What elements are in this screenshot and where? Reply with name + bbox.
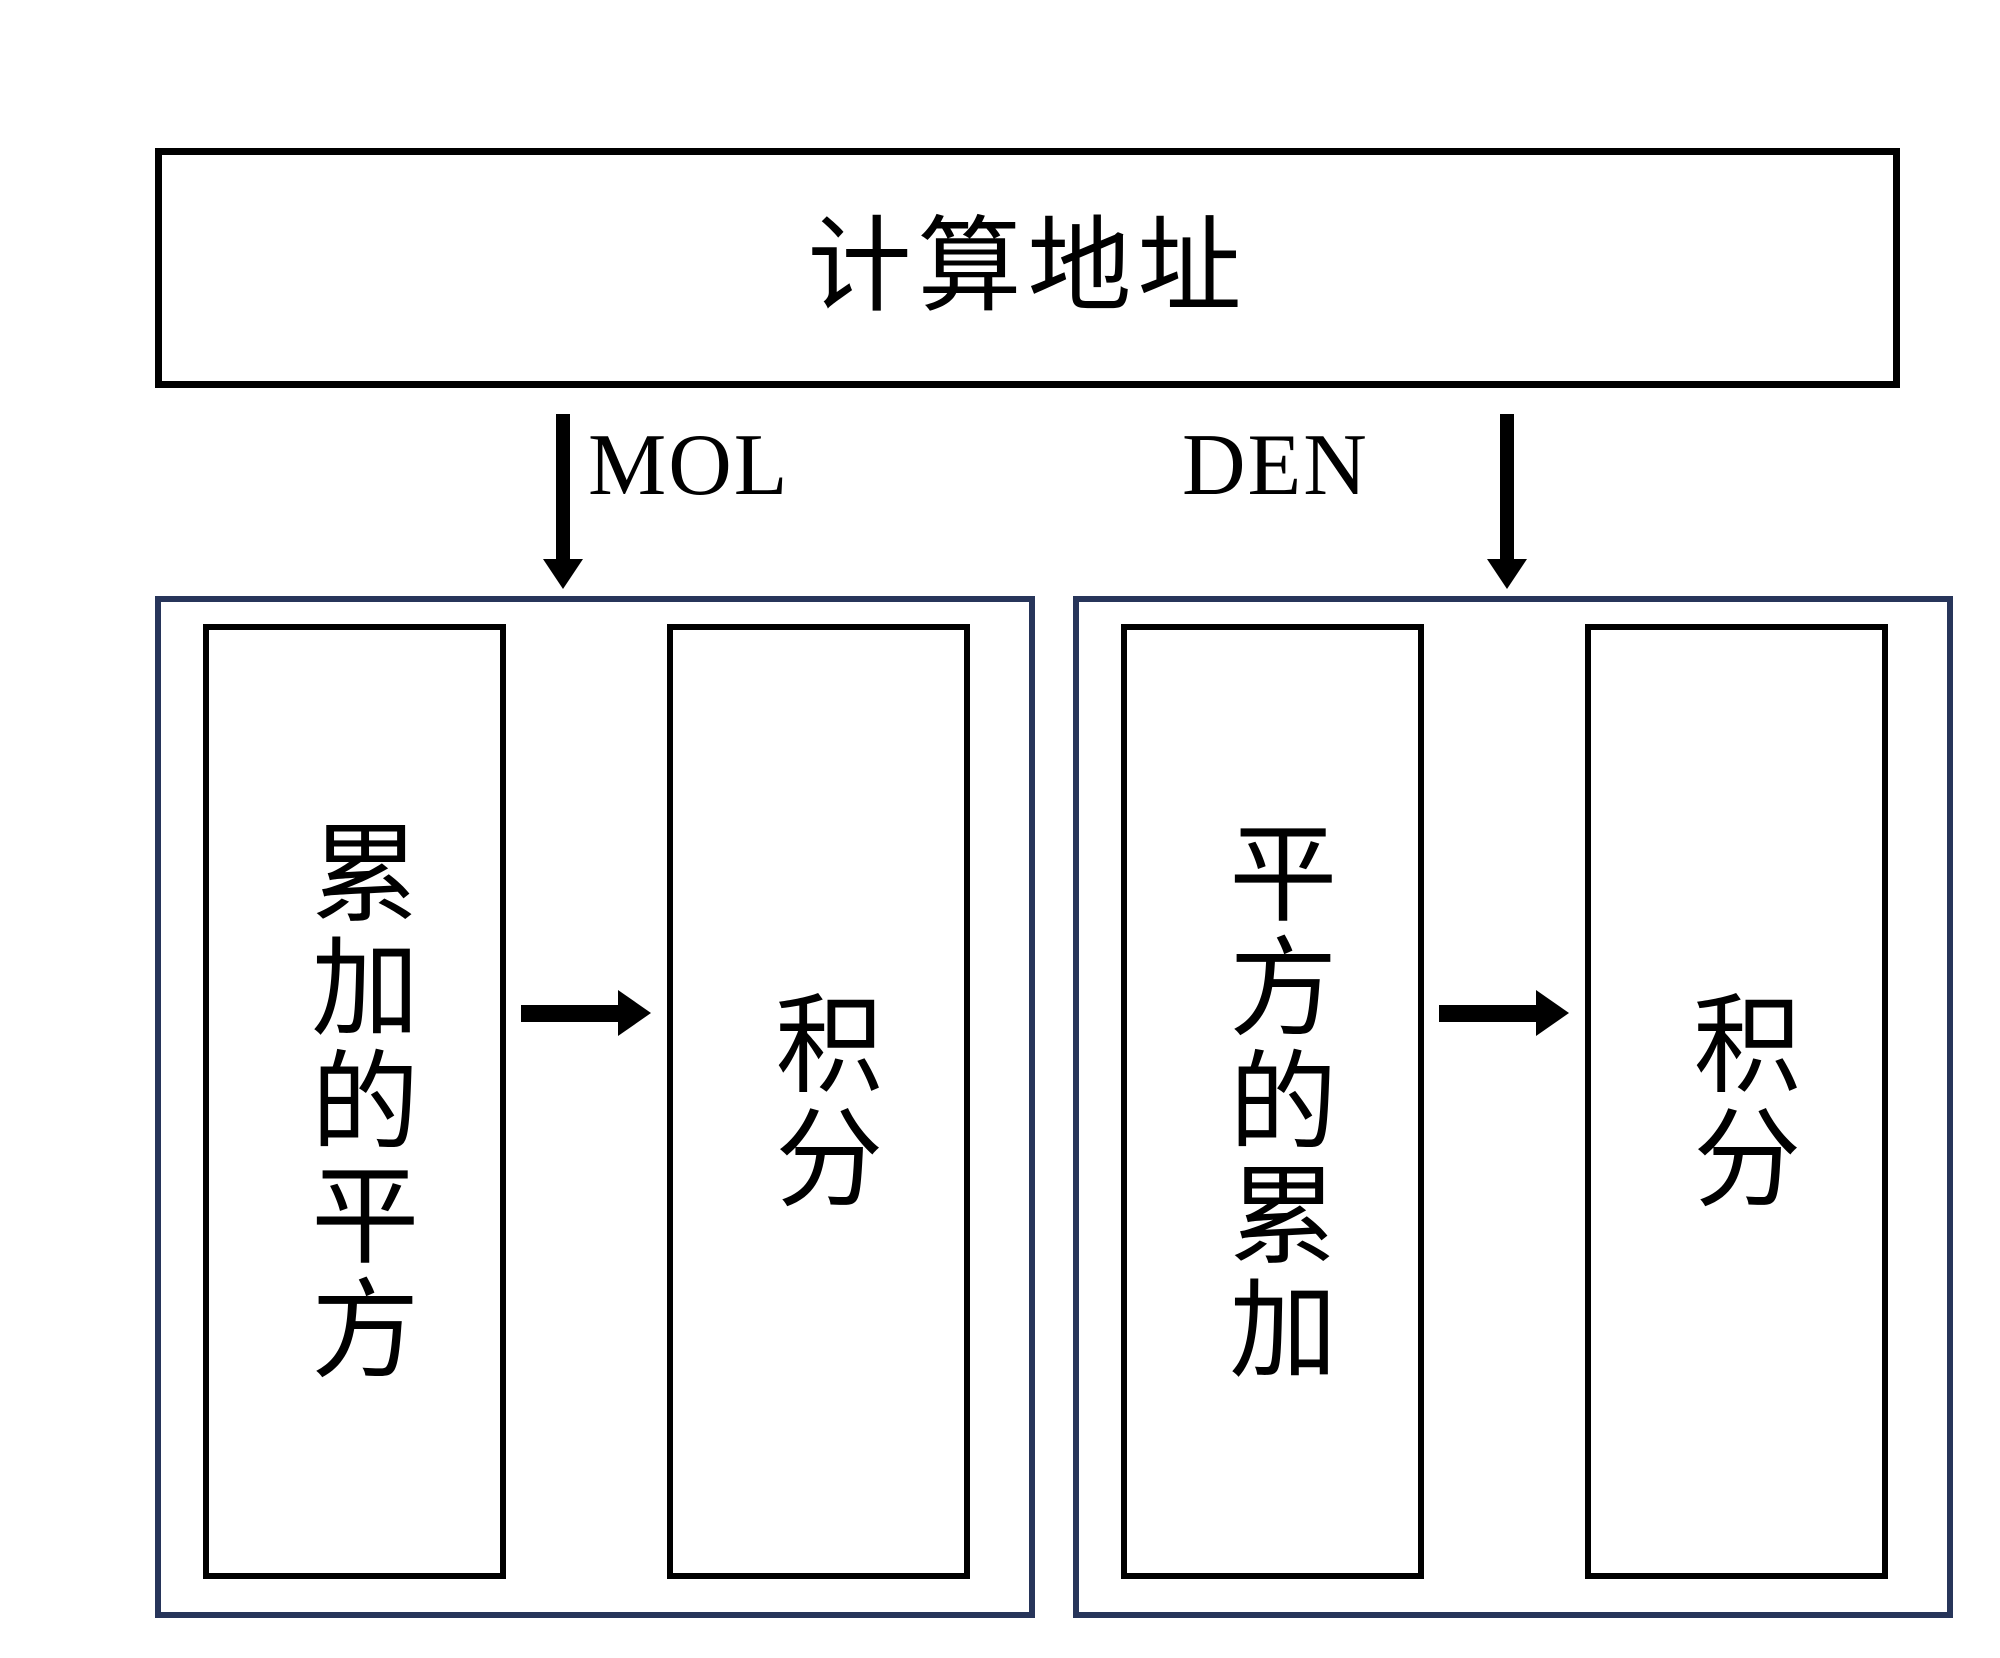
arrow-shaft: [521, 1005, 623, 1022]
arrow-shaft: [1439, 1005, 1541, 1022]
stage-label: 累加的平方: [295, 816, 415, 1387]
arrow-shaft: [1500, 414, 1514, 563]
calculate-address-label: 计算地址: [807, 210, 1248, 325]
stage-box-mol-integral: 积分: [667, 624, 970, 1579]
arrow-right-icon-den: [1439, 990, 1569, 1036]
arrow-shaft: [556, 414, 570, 563]
branch-panel-mol: 累加的平方 积分: [155, 596, 1035, 1618]
arrow-head: [543, 559, 583, 589]
arrow-down-icon-mol: [543, 414, 583, 589]
calculate-address-box: 计算地址: [155, 148, 1900, 388]
stage-label: 积分: [1677, 987, 1797, 1216]
arrow-head: [1487, 559, 1527, 589]
stage-label: 积分: [759, 987, 879, 1216]
edge-label-den: DEN: [1182, 417, 1369, 514]
stage-label: 平方的累加: [1213, 816, 1333, 1387]
arrow-down-icon-den: [1487, 414, 1527, 589]
arrow-right-icon-mol: [521, 990, 651, 1036]
branch-panel-den: 平方的累加 积分: [1073, 596, 1953, 1618]
arrow-head: [618, 990, 651, 1036]
stage-box-den-squared-accumulate: 平方的累加: [1121, 624, 1424, 1579]
stage-box-den-integral: 积分: [1585, 624, 1888, 1579]
arrow-head: [1536, 990, 1569, 1036]
stage-box-mol-accumulate-squared: 累加的平方: [203, 624, 506, 1579]
edge-label-mol: MOL: [588, 417, 790, 514]
